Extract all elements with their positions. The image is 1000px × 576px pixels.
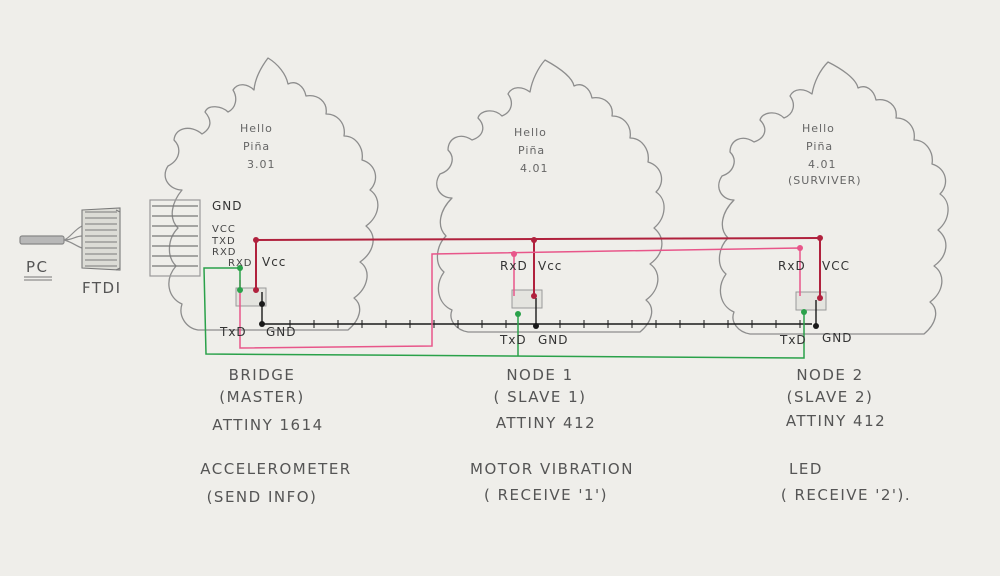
pc-cable [19,225,83,249]
node2-caption-2: (SLAVE 2) [787,388,874,406]
vcc-wire [255,237,821,298]
board-outline-node-1 [436,59,665,333]
node1-caption-5: ( RECEIVE '1') [484,486,608,504]
node2-caption-3: ATTINY 412 [786,412,886,430]
node1-title-line-1: Hello [514,126,547,139]
board-outline-bridge [164,57,379,331]
header-pins [149,199,201,277]
header-vcc-label: VCC [212,224,236,235]
header-rxd-label: RXD [212,247,237,258]
bridge-vcc-label: Vcc [262,255,286,269]
node2-title-line-3: 4.01 [808,158,837,171]
node1-txd-label: TxD [499,333,527,347]
node2-title-line-2: Piña [806,140,833,153]
node2-caption-4: LED [789,460,823,478]
node2-caption-1: NODE 2 [796,366,863,384]
board-outline-node-2 [718,61,949,335]
tx-wire [203,267,805,359]
ftdi-label: FTDI [82,279,122,297]
bridge-gnd-label: GND [266,325,297,339]
bridge-title-line-1: Hello [240,122,273,135]
rx-wire [239,247,801,349]
node2-caption-5: ( RECEIVE '2'). [781,486,911,504]
bridge-rxd-label: RXD [228,258,253,269]
node2-vcc-label: VCC [822,259,850,273]
bridge-title-line-2: Piña [243,140,270,153]
pc-label: PC [26,258,49,276]
node2-title-line-1: Hello [802,122,835,135]
junction-dots [237,235,823,329]
bridge-caption-5: (SEND INFO) [207,488,318,506]
node2-txd-label: TxD [779,333,807,347]
node2-gnd-label: GND [822,331,853,345]
node1-chip [511,289,543,309]
header-txd-label: TXD [211,236,236,247]
header-gnd-label: GND [212,199,243,213]
node1-caption-4: MOTOR VIBRATION [470,460,634,478]
node1-caption-3: ATTINY 412 [496,414,596,432]
bridge-caption-1: BRIDGE [229,366,296,384]
ftdi-connector [81,207,121,271]
bridge-chip [235,287,267,307]
bridge-caption-2: (MASTER) [219,388,305,406]
bridge-title-line-3: 3.01 [247,158,276,171]
bridge-txd-label: TxD [219,325,247,339]
node1-rxd-label: RxD [500,259,528,273]
node2-title-line-4: (SURVIVER) [788,174,862,187]
node1-caption-1: NODE 1 [506,366,573,384]
bridge-caption-4: ACCELEROMETER [200,460,351,478]
node1-caption-2: ( SLAVE 1) [493,388,586,406]
node1-title-line-2: Piña [518,144,545,157]
bridge-caption-3: ATTINY 1614 [212,416,323,434]
node1-title-line-3: 4.01 [520,162,549,175]
node1-vcc-label: Vcc [538,259,562,273]
node1-gnd-label: GND [538,333,569,347]
node2-rxd-label: RxD [778,259,806,273]
